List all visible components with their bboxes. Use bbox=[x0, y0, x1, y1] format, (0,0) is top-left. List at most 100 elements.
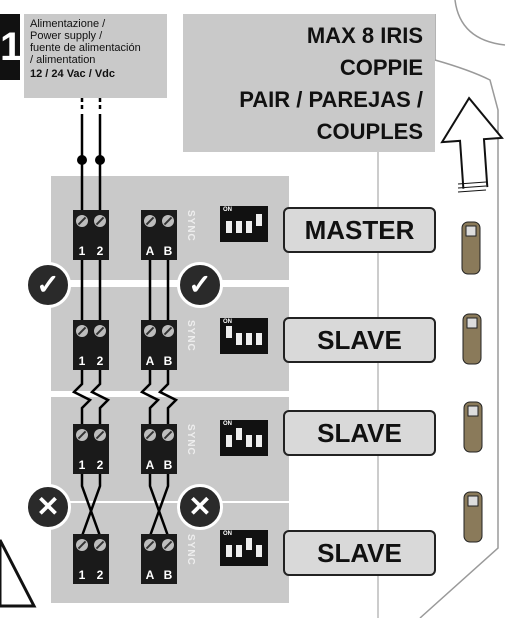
terminal-label: A bbox=[145, 458, 155, 472]
wire-junction-2 bbox=[95, 155, 105, 165]
terminal-screw bbox=[94, 215, 106, 227]
terminal-label: 1 bbox=[78, 354, 86, 368]
power-supply-line: / alimentation bbox=[30, 54, 96, 66]
sync-terminal-block: A B bbox=[141, 320, 177, 370]
power-cross-1 bbox=[80, 470, 102, 537]
terminal-label: A bbox=[145, 244, 155, 258]
unit-role-label: SLAVE bbox=[283, 530, 436, 576]
power-terminal-block: 1 2 bbox=[73, 320, 109, 370]
terminal-label: 2 bbox=[96, 244, 104, 258]
sync-label: SYNC bbox=[185, 210, 196, 242]
terminal-label: B bbox=[163, 568, 173, 582]
dip-switch-lever bbox=[246, 333, 252, 345]
terminal-label: A bbox=[145, 568, 155, 582]
photocell-icon-3 bbox=[463, 401, 483, 453]
power-terminal-block: 1 2 bbox=[73, 210, 109, 260]
terminal-screw bbox=[162, 325, 174, 337]
max-note-line: MAX 8 IRIS bbox=[306, 23, 423, 48]
power-supply-voltage: 12 / 24 Vac / Vdc bbox=[30, 68, 116, 80]
unit-role-label: SLAVE bbox=[283, 410, 436, 456]
terminal-screw bbox=[144, 215, 156, 227]
dip-switch-lever bbox=[226, 545, 232, 557]
dip-switch-lever bbox=[236, 545, 242, 557]
power-link-2a bbox=[71, 366, 93, 426]
terminal-screw bbox=[76, 215, 88, 227]
dip-switch-lever bbox=[236, 221, 242, 233]
dip-on-label: ON bbox=[223, 421, 232, 427]
terminal-screw bbox=[162, 215, 174, 227]
dip-switch-lever bbox=[256, 333, 262, 345]
power-link-2b bbox=[89, 366, 111, 426]
terminal-screw bbox=[144, 539, 156, 551]
power-supply-line: Power supply / bbox=[30, 30, 103, 42]
dip-switch-lever bbox=[246, 538, 252, 550]
max-note-line: COPPIE bbox=[339, 55, 423, 80]
terminal-screw bbox=[162, 429, 174, 441]
dip-switch-lever bbox=[246, 221, 252, 233]
max-note-line: COUPLES bbox=[316, 119, 423, 144]
dip-switch-lever bbox=[256, 214, 262, 226]
wire-junction-1 bbox=[77, 155, 87, 165]
check-icon: ✓ bbox=[25, 262, 71, 308]
terminal-label: 2 bbox=[96, 458, 104, 472]
sync-terminal-block: A B bbox=[141, 534, 177, 584]
sync-label: SYNC bbox=[185, 320, 196, 352]
device-lens bbox=[454, 0, 506, 46]
dip-switch: ON bbox=[220, 318, 268, 354]
terminal-label: B bbox=[163, 244, 173, 258]
sync-label: SYNC bbox=[185, 534, 196, 566]
dip-switch: ON bbox=[220, 530, 268, 566]
power-supply-line: Alimentazione / bbox=[30, 18, 106, 30]
dip-switch-lever bbox=[256, 435, 262, 447]
dip-switch-lever bbox=[256, 545, 262, 557]
dip-switch: ON bbox=[220, 420, 268, 456]
sync-terminal-block: A B bbox=[141, 424, 177, 474]
unit-role-label: MASTER bbox=[283, 207, 436, 253]
sync-cross-2 bbox=[148, 470, 170, 537]
power-supply-box: Alimentazione / Power supply / fuente de… bbox=[24, 14, 167, 98]
sync-cross-1 bbox=[148, 470, 170, 537]
dip-switch-lever bbox=[226, 435, 232, 447]
up-arrow-icon bbox=[440, 96, 504, 193]
terminal-label: 1 bbox=[78, 458, 86, 472]
device-outline bbox=[419, 14, 499, 618]
terminal-label: A bbox=[145, 354, 155, 368]
terminal-screw bbox=[94, 429, 106, 441]
terminal-screw bbox=[162, 539, 174, 551]
max-note-line: PAIR / PAREJAS / bbox=[239, 87, 423, 112]
terminal-label: 1 bbox=[78, 244, 86, 258]
sync-terminal-block: A B bbox=[141, 210, 177, 260]
power-terminal-block: 1 2 bbox=[73, 534, 109, 584]
power-cross-2 bbox=[80, 470, 102, 537]
sync-link-2a bbox=[139, 366, 161, 426]
photocell-icon-1 bbox=[461, 221, 481, 275]
dip-on-label: ON bbox=[223, 207, 232, 213]
terminal-screw bbox=[94, 539, 106, 551]
power-terminal-block: 1 2 bbox=[73, 424, 109, 474]
terminal-label: 2 bbox=[96, 568, 104, 582]
dip-switch-lever bbox=[236, 333, 242, 345]
max-pairs-note: MAX 8 IRIS COPPIE PAIR / PAREJAS / COUPL… bbox=[183, 14, 435, 152]
terminal-screw bbox=[76, 325, 88, 337]
terminal-label: 1 bbox=[78, 568, 86, 582]
sync-link-2b bbox=[157, 366, 179, 426]
terminal-label: B bbox=[163, 458, 173, 472]
step-number: 1 bbox=[0, 14, 22, 80]
terminal-screw bbox=[144, 429, 156, 441]
dip-switch-lever bbox=[246, 435, 252, 447]
terminal-screw bbox=[76, 429, 88, 441]
photocell-icon-4 bbox=[463, 491, 483, 543]
cross-icon: ✕ bbox=[177, 484, 223, 530]
dip-switch-lever bbox=[236, 428, 242, 440]
terminal-label: 2 bbox=[96, 354, 104, 368]
dip-switch: ON bbox=[220, 206, 268, 242]
unit-role-label: SLAVE bbox=[283, 317, 436, 363]
check-icon: ✓ bbox=[177, 262, 223, 308]
terminal-screw bbox=[76, 539, 88, 551]
dip-switch-lever bbox=[226, 221, 232, 233]
dip-on-label: ON bbox=[223, 319, 232, 325]
dip-switch-lever bbox=[226, 326, 232, 338]
dip-on-label: ON bbox=[223, 531, 232, 537]
